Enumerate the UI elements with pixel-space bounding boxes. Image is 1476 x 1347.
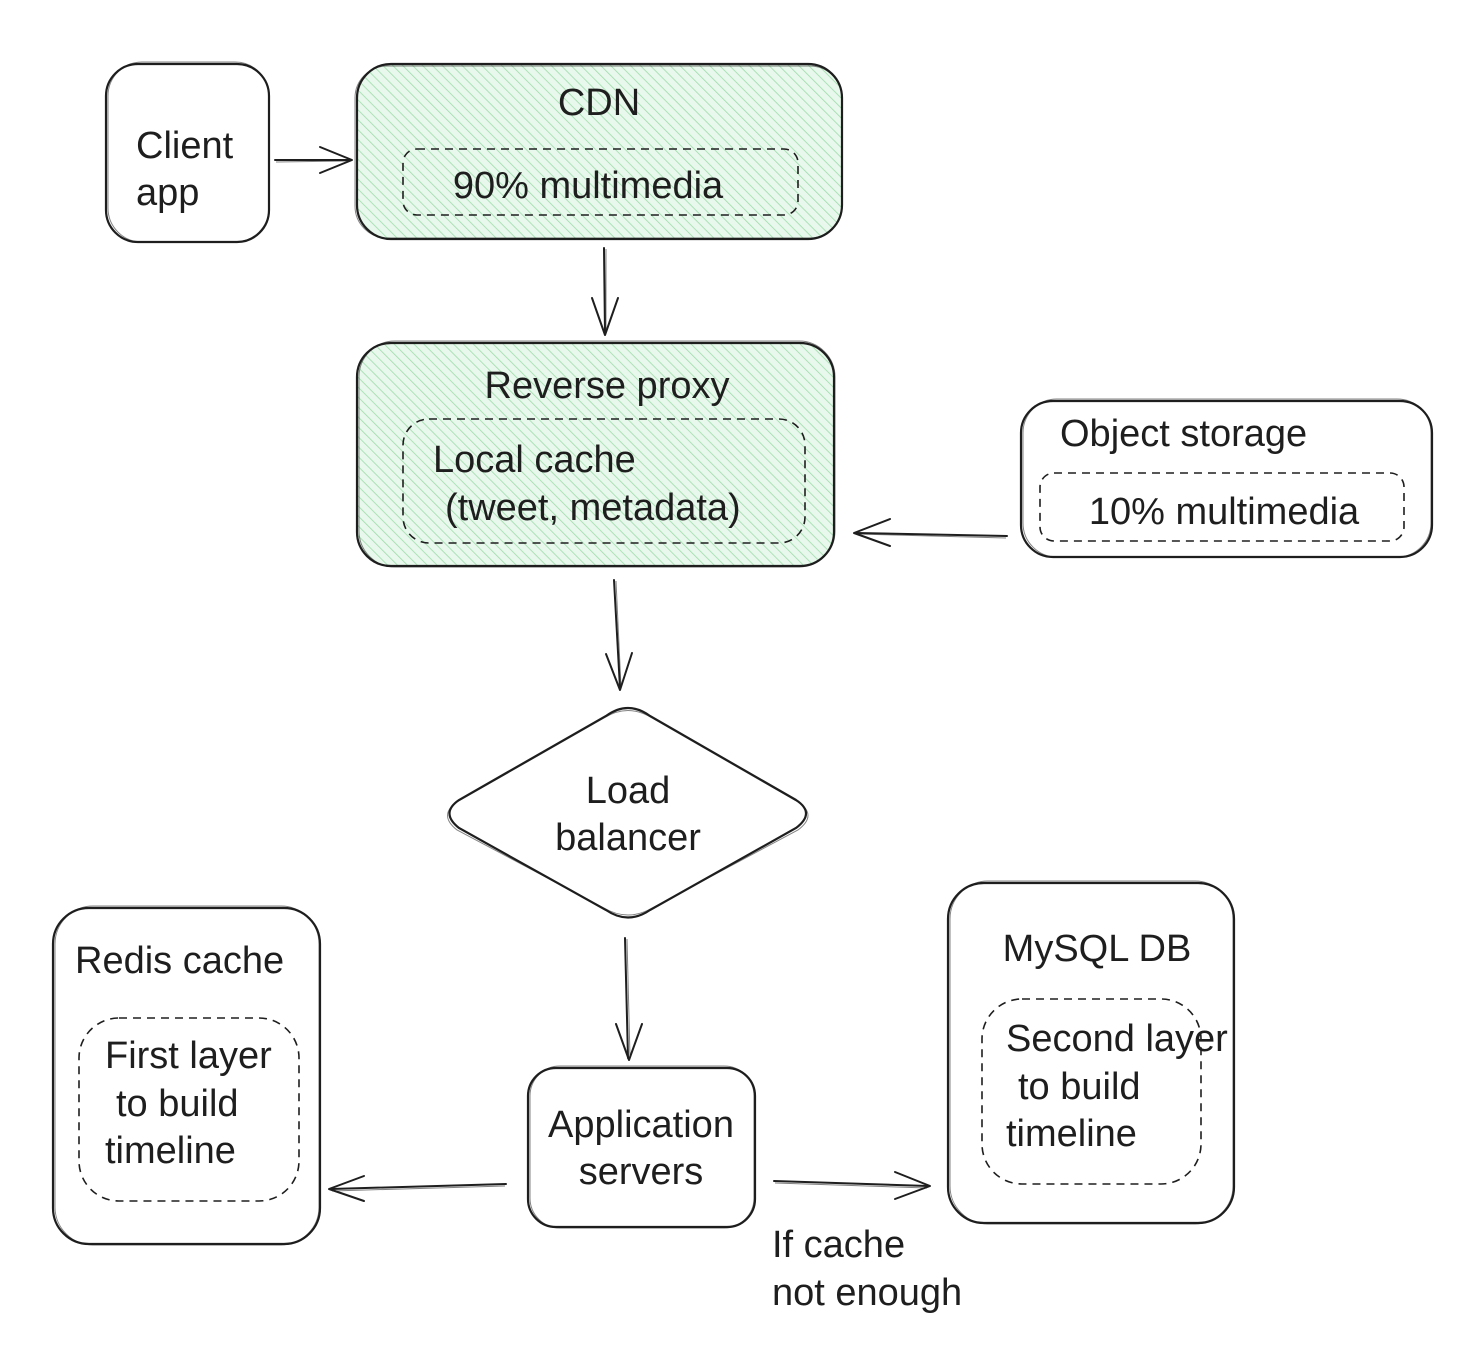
edge-object-storage-to-proxy bbox=[853, 518, 1008, 547]
mysql-inner-line-3: timeline bbox=[1006, 1113, 1137, 1155]
redis-inner-line-3: timeline bbox=[105, 1130, 236, 1172]
edge-load-balancer-to-app-servers bbox=[615, 937, 643, 1061]
node-redis-cache[interactable]: Redis cache First layer to build timelin… bbox=[51, 905, 322, 1246]
edge-app-servers-to-mysql bbox=[773, 1171, 931, 1200]
proxy-inner-box bbox=[402, 418, 806, 544]
cdn-title: CDN bbox=[558, 82, 640, 124]
redis-inner-line-1: First layer bbox=[105, 1035, 272, 1077]
edge-label-line-1: If cache bbox=[772, 1224, 905, 1266]
redis-inner-box bbox=[78, 1017, 300, 1202]
mysql-inner-box bbox=[981, 998, 1202, 1185]
edge-client-to-cdn bbox=[274, 146, 353, 174]
proxy-inner-line-1: Local cache bbox=[433, 439, 636, 481]
edge-label-line-2: not enough bbox=[772, 1272, 962, 1314]
mysql-inner-line-2: to build bbox=[1018, 1066, 1141, 1108]
app-servers-line-1: Application bbox=[548, 1104, 734, 1146]
app-servers-line-2: servers bbox=[579, 1151, 704, 1193]
mysql-inner-line-1: Second layer bbox=[1006, 1018, 1228, 1060]
edge-label-cache-fallback: If cache not enough bbox=[772, 1224, 962, 1314]
proxy-title: Reverse proxy bbox=[485, 365, 730, 407]
node-client-app[interactable]: Client app bbox=[104, 61, 271, 244]
node-object-storage[interactable]: Object storage 10% multimedia bbox=[1019, 398, 1434, 559]
cdn-inner-box bbox=[402, 148, 799, 216]
node-application-servers[interactable]: Application servers bbox=[526, 1065, 757, 1229]
mysql-title: MySQL DB bbox=[1003, 928, 1192, 970]
redis-inner-line-2: to build bbox=[116, 1083, 239, 1125]
object-storage-inner-box bbox=[1039, 472, 1405, 542]
object-storage-inner-label: 10% multimedia bbox=[1089, 491, 1360, 533]
node-cdn[interactable]: CDN 90% multimedia bbox=[354, 62, 844, 241]
client-label-line-1: Client bbox=[136, 125, 234, 167]
redis-title: Redis cache bbox=[75, 940, 284, 982]
proxy-inner-line-2: (tweet, metadata) bbox=[445, 487, 741, 529]
node-load-balancer[interactable]: Load balancer bbox=[447, 706, 809, 919]
node-mysql-db[interactable]: MySQL DB Second layer to build timeline bbox=[946, 880, 1236, 1225]
client-label-line-2: app bbox=[136, 172, 199, 214]
cdn-inner-label: 90% multimedia bbox=[453, 165, 724, 207]
edge-proxy-to-load-balancer bbox=[605, 579, 633, 691]
load-balancer-line-2: balancer bbox=[555, 817, 701, 859]
load-balancer-line-1: Load bbox=[586, 770, 671, 812]
object-storage-title: Object storage bbox=[1060, 413, 1307, 455]
node-reverse-proxy[interactable]: Reverse proxy Local cache (tweet, metada… bbox=[355, 340, 836, 568]
edge-app-servers-to-redis bbox=[328, 1175, 507, 1202]
edge-cdn-to-proxy bbox=[591, 247, 619, 336]
